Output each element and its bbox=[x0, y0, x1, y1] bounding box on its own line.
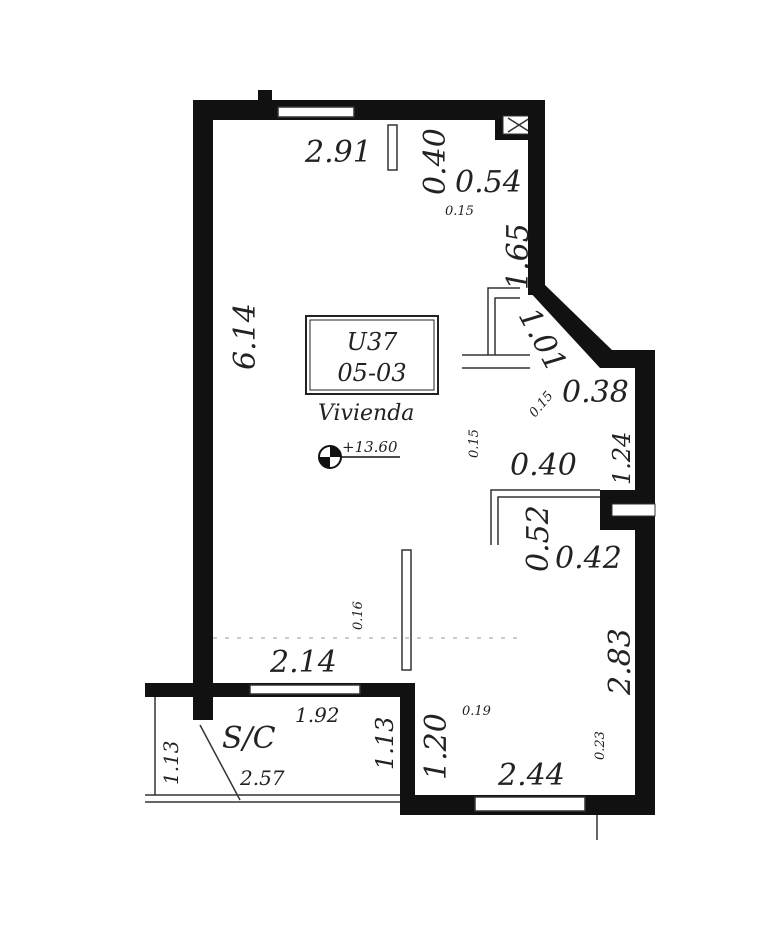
dim-sc-diagonal: 2.57 bbox=[239, 766, 285, 790]
right-upper-wall bbox=[528, 110, 545, 295]
dim-shaft-width: 0.54 bbox=[455, 165, 522, 200]
dim-right-mid: 1.24 bbox=[608, 432, 636, 485]
dim-right-upper: 1.65 bbox=[501, 223, 536, 290]
level-marker-icon bbox=[318, 445, 400, 469]
sc-window bbox=[249, 684, 361, 695]
dim-notch-width: 0.42 bbox=[555, 541, 622, 576]
niche-top bbox=[387, 124, 398, 171]
top-wall bbox=[193, 100, 545, 120]
opening-lines bbox=[462, 354, 530, 369]
unit-label: U37 05-03 Vivienda +13.60 bbox=[305, 315, 439, 469]
dim-diag-offset: 0.15 bbox=[527, 389, 557, 421]
dim-right-lower: 2.83 bbox=[603, 628, 638, 696]
unit-type: Vivienda bbox=[318, 401, 414, 426]
sc-diagonal-line bbox=[199, 724, 241, 801]
left-wall bbox=[193, 100, 213, 720]
dim-shaft-offset: 0.15 bbox=[445, 204, 474, 219]
unit-box bbox=[305, 315, 439, 395]
dim-sc-width: 1.92 bbox=[295, 703, 340, 727]
unit-box-inner bbox=[309, 319, 435, 391]
service-label: S/C bbox=[222, 721, 276, 756]
dim-bottom-width: 2.44 bbox=[497, 758, 565, 793]
walls bbox=[145, 90, 656, 840]
bottom-window bbox=[474, 796, 586, 812]
dim-bottom-offset: 0.23 bbox=[593, 731, 608, 760]
dim-pillar-depth: 0.52 bbox=[521, 505, 556, 572]
dim-top-width: 2.91 bbox=[304, 135, 372, 170]
lower-inner-wall bbox=[400, 683, 415, 815]
diagonal-wall bbox=[528, 285, 612, 368]
dim-top-niche: 0.40 bbox=[418, 128, 453, 195]
top-wall-stub bbox=[258, 90, 272, 102]
partition-line bbox=[401, 549, 412, 671]
dim-pillar-width: 0.40 bbox=[510, 448, 577, 483]
pillar-outline-upper bbox=[487, 287, 520, 355]
top-window bbox=[277, 106, 355, 118]
shaft-cross-icon bbox=[507, 117, 531, 133]
dim-left-height: 6.14 bbox=[228, 303, 263, 370]
notch-opening bbox=[611, 503, 656, 517]
dim-corner-width: 0.38 bbox=[562, 375, 629, 410]
dim-pillar-gap: 0.15 bbox=[467, 429, 482, 458]
dim-wall-offset: 0.19 bbox=[462, 704, 491, 719]
column bbox=[193, 683, 213, 720]
unit-code: U37 bbox=[347, 328, 398, 356]
dim-step-height: 1.20 bbox=[419, 713, 454, 780]
right-mid-wall bbox=[635, 350, 655, 490]
dim-left-sc-height: 1.13 bbox=[159, 740, 183, 785]
pillar-outline-lower bbox=[490, 489, 600, 545]
dim-lower-width: 2.14 bbox=[269, 645, 337, 680]
unit-number: 05-03 bbox=[337, 359, 406, 387]
level-value: +13.60 bbox=[342, 438, 398, 456]
dim-window-offset: 0.16 bbox=[351, 601, 366, 630]
right-lower-wall bbox=[635, 530, 655, 815]
dim-sc-height: 1.13 bbox=[371, 717, 399, 770]
